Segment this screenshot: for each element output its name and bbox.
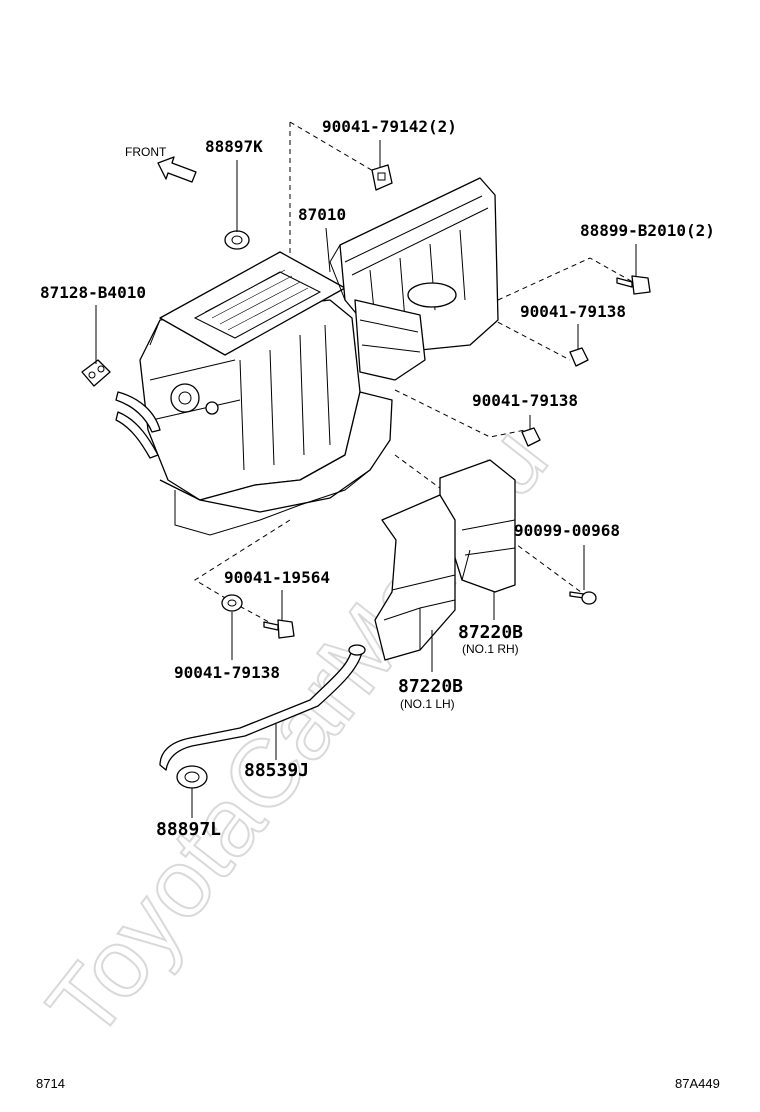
bolt-88899-B2010-icon [616, 275, 651, 295]
nut-90041-79138-a-icon [569, 347, 589, 367]
label-88899-B2010: 88899-B2010(2) [580, 221, 715, 240]
label-90041-79138-c: 90041-79138 [174, 663, 280, 682]
footer-left-code: 8714 [36, 1076, 65, 1091]
label-88897L: 88897L [156, 819, 221, 840]
grommet-88897K-icon [224, 230, 250, 250]
nut-90041-79142-icon [371, 164, 393, 191]
label-90041-79142: 90041-79142(2) [322, 117, 457, 136]
label-87128-B4010: 87128-B4010 [40, 283, 146, 302]
label-87220B-rh-note: (NO.1 RH) [462, 642, 519, 656]
heater-unit-87010 [115, 177, 499, 536]
leader-lines [95, 140, 637, 818]
label-88539J: 88539J [244, 760, 309, 781]
label-87220B-lh: 87220B [398, 676, 463, 697]
screw-90099-00968-icon [569, 591, 597, 605]
bolt-90041-19564-icon [263, 619, 295, 639]
nut-90041-79138-c-icon [221, 594, 243, 612]
footer-right-code: 87A449 [675, 1076, 720, 1091]
packing-87128-B4010-icon [81, 359, 111, 387]
hose-88539J-icon [159, 644, 366, 771]
duct-87220B-lh-icon [374, 494, 456, 661]
label-90041-79138-b: 90041-79138 [472, 391, 578, 410]
front-arrow-icon [157, 156, 197, 183]
front-label: FRONT [125, 145, 167, 159]
grommet-88897L-icon [176, 765, 208, 789]
label-90041-19564: 90041-19564 [224, 568, 330, 587]
label-87220B-rh: 87220B [458, 622, 523, 643]
label-87220B-lh-note: (NO.1 LH) [400, 697, 455, 711]
label-90099-00968: 90099-00968 [514, 521, 620, 540]
label-87010: 87010 [298, 205, 346, 224]
label-88897K: 88897K [205, 137, 263, 156]
label-90041-79138-a: 90041-79138 [520, 302, 626, 321]
